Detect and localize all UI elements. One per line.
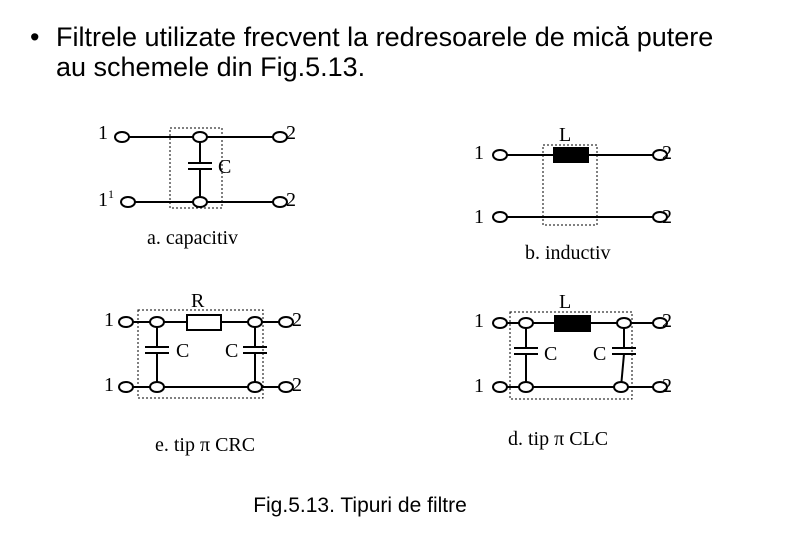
bullet-line-2: au schemele din Fig.5.13.: [56, 52, 366, 82]
circuit-e-node-right-bottom: [247, 381, 263, 393]
circuit-a-terminal-in-top: [114, 131, 130, 143]
terminal-label-out-bottom: 2: [286, 189, 296, 211]
circuit-inductive: [492, 144, 668, 226]
circuit-a-terminal-out-bottom: [272, 196, 288, 208]
circuit-e-terminal-out-top: [278, 316, 294, 328]
terminal-label-in-bottom: 11: [98, 187, 114, 211]
circuit-a-labels: 1 11 2 2 C a. capacitiv: [98, 122, 296, 249]
circuit-a-terminal-in-bottom: [120, 196, 136, 208]
circuit-e-labels: 1 1 2 2 R C C e. tip π CRC: [104, 290, 302, 456]
circuit-b-terminal-in-bottom: [492, 211, 508, 223]
terminal-label-in-bottom: 1: [474, 206, 484, 228]
circuit-e-terminal-out-bottom: [278, 381, 294, 393]
circuit-b-dotted-box: [542, 144, 598, 226]
inductor-label: L: [559, 291, 571, 313]
inductor-symbol: [554, 315, 591, 332]
terminal-label-in-bottom: 1: [104, 374, 114, 396]
circuit-d-terminal-in-bottom: [492, 381, 508, 393]
inductor-symbol: [553, 147, 589, 163]
circuit-capacitive: [114, 127, 288, 209]
circuit-a-terminal-out-top: [272, 131, 288, 143]
bullet-line-1: Filtrele utilizate frecvent la redresoar…: [56, 22, 714, 52]
terminal-label-in-top: 1: [474, 310, 484, 332]
terminal-label-out-bottom: 2: [292, 374, 302, 396]
capacitor-label-2: C: [225, 340, 238, 362]
capacitor-label-1: C: [544, 343, 557, 365]
circuit-d-node-left-top: [518, 317, 534, 329]
circuit-b-caption: b. inductiv: [525, 242, 611, 264]
terminal-label-out-top: 2: [662, 310, 672, 332]
terminal-label-in-bottom: 1: [474, 375, 484, 397]
circuit-a-caption: a. capacitiv: [147, 227, 238, 249]
capacitor-label-1: C: [176, 340, 189, 362]
terminal-label-in-top: 1: [104, 309, 114, 331]
terminal-label-in-top: 1: [98, 122, 108, 144]
circuit-b-terminal-out-bottom: [652, 211, 668, 223]
terminal-label-in-top: 1: [474, 142, 484, 164]
circuit-a-node-top: [192, 131, 208, 143]
circuit-crc: [118, 309, 294, 399]
terminal-label-out-top: 2: [292, 309, 302, 331]
circuit-e-node-left-top: [149, 316, 165, 328]
circuit-b-terminal-in-top: [492, 149, 508, 161]
circuit-b-labels: 1 1 2 2 L b. inductiv: [474, 124, 672, 264]
resistor-symbol: [186, 314, 222, 331]
circuit-a-node-bottom: [192, 196, 208, 208]
circuit-e-caption: e. tip π CRC: [155, 434, 255, 456]
circuit-e-node-left-bottom: [149, 381, 165, 393]
terminal-label-out-top: 2: [286, 122, 296, 144]
circuit-d-node-right-top: [616, 317, 632, 329]
circuit-d-terminal-in-top: [492, 317, 508, 329]
circuit-e-terminal-in-bottom: [118, 381, 134, 393]
inductor-label: L: [559, 124, 571, 146]
circuit-e-node-right-top: [247, 316, 263, 328]
bullet-text: Filtrele utilizate frecvent la redresoar…: [56, 22, 776, 82]
bullet-dot: •: [30, 22, 40, 52]
terminal-label-out-bottom: 2: [662, 375, 672, 397]
terminal-label-out-top: 2: [662, 142, 672, 164]
terminal-label-out-bottom: 2: [662, 206, 672, 228]
circuit-clc: [492, 311, 668, 400]
circuit-a-dotted-box: [169, 127, 223, 209]
resistor-label: R: [191, 290, 205, 312]
capacitor-label: C: [218, 156, 231, 178]
circuit-d-dotted-box: [509, 311, 633, 400]
circuit-d-terminal-out-top: [652, 317, 668, 329]
circuit-d-caption: d. tip π CLC: [508, 428, 608, 450]
circuit-b-terminal-out-top: [652, 149, 668, 161]
circuit-d-labels: 1 1 2 2 L C C d. tip π CLC: [474, 291, 672, 450]
circuit-d-terminal-out-bottom: [652, 381, 668, 393]
figure-caption: Fig.5.13. Tipuri de filtre: [253, 494, 467, 517]
circuit-d-node-right-bottom: [613, 381, 629, 393]
circuit-e-terminal-in-top: [118, 316, 134, 328]
capacitor-label-2: C: [593, 343, 606, 365]
circuit-d-node-left-bottom: [518, 381, 534, 393]
